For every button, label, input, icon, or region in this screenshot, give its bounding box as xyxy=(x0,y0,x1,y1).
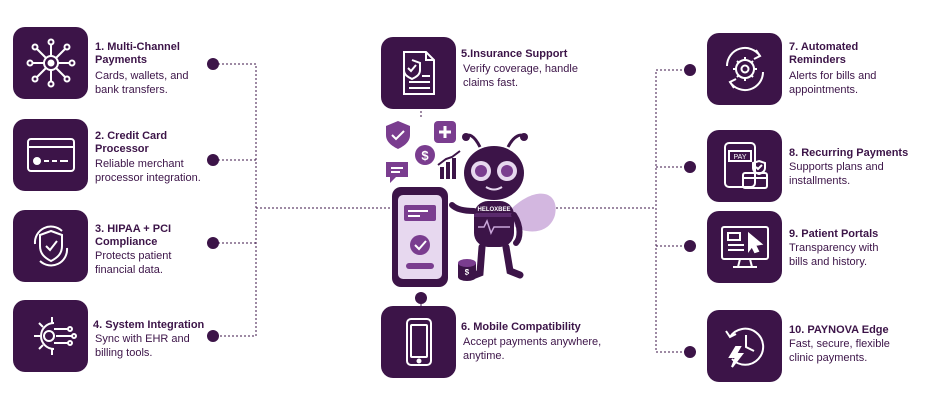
floating-dollar-icon: $ xyxy=(415,145,435,165)
tile-recurring: PAY xyxy=(707,130,782,202)
feature-1-desc: Cards, wallets, and bank transfers. xyxy=(95,70,189,96)
tile-multi-channel xyxy=(13,27,88,99)
pay-phone-card-icon: PAY xyxy=(723,142,768,189)
feature-6-title: 6. Mobile Compatibility xyxy=(461,321,581,333)
tile-credit-card xyxy=(13,119,88,191)
connector-dot xyxy=(207,154,219,166)
feature-3-desc: Protects patient financial data. xyxy=(95,250,172,276)
mascot-badge: HELOXBEE xyxy=(477,207,510,213)
credit-card-icon xyxy=(26,138,75,172)
connector-dot xyxy=(684,346,696,358)
feature-2-desc: Reliable merchant processor integration. xyxy=(95,158,201,184)
feature-8-title: 8. Recurring Payments xyxy=(789,147,909,159)
feature-4-desc: Sync with EHR and billing tools. xyxy=(95,333,190,359)
connector-dot xyxy=(684,64,696,76)
connector-dot xyxy=(415,292,427,304)
clock-lightning-icon xyxy=(724,327,764,368)
feature-4-title: 4. System Integration xyxy=(93,319,205,331)
connector-dot xyxy=(207,58,219,70)
floating-plus-icon xyxy=(434,121,456,143)
tile-insurance xyxy=(381,37,456,109)
connector-dot xyxy=(207,330,219,342)
floating-shield-icon xyxy=(386,121,410,149)
feature-5-desc: Verify coverage, handle claims fast. xyxy=(463,63,578,89)
shield-check-icon xyxy=(33,225,68,267)
feature-7-desc: Alerts for bills and appointments. xyxy=(789,70,877,96)
network-hub-icon xyxy=(26,38,75,88)
monitor-cursor-icon xyxy=(720,226,769,268)
tile-reminders xyxy=(707,33,782,105)
floating-chart-icon xyxy=(437,150,461,179)
tile-hipaa xyxy=(13,210,88,282)
feature-9-title: 9. Patient Portals xyxy=(789,228,879,240)
feature-9-desc: Transparency with bills and history. xyxy=(789,242,879,268)
feature-3-title: 3. HIPAA + PCI Compliance xyxy=(95,223,172,248)
bee-mascot: HELOXBEE xyxy=(449,133,556,281)
tile-mobile xyxy=(381,306,456,378)
phone-illustration xyxy=(392,187,448,287)
smartphone-icon xyxy=(405,318,432,366)
mascot-illustration: $ $ xyxy=(386,121,556,287)
svg-text:$: $ xyxy=(421,148,429,163)
gear-circuit-icon xyxy=(33,317,77,355)
tile-system-integration xyxy=(13,300,88,372)
feature-5-title: 5.Insurance Support xyxy=(461,48,568,60)
pay-label: PAY xyxy=(733,154,746,161)
insurance-document-icon xyxy=(402,51,435,95)
tile-paynova-edge xyxy=(707,310,782,382)
feature-7-title: 7. Automated Reminders xyxy=(789,41,859,66)
feature-10-title: 10. PAYNOVA Edge xyxy=(789,324,889,336)
connector-dot xyxy=(415,97,427,109)
feature-2-title: 2. Credit Card Processor xyxy=(95,130,168,155)
connector-dot xyxy=(684,240,696,252)
connector-dot xyxy=(207,237,219,249)
tile-portals xyxy=(707,211,782,283)
feature-10-desc: Fast, secure, flexible clinic payments. xyxy=(789,338,890,364)
gear-cycle-icon xyxy=(725,46,764,92)
feature-8-desc: Supports plans and installments. xyxy=(789,161,884,187)
feature-1-title: 1. Multi-Channel Payments xyxy=(95,41,180,66)
connector-dot xyxy=(684,161,696,173)
feature-6-desc: Accept payments anywhere, anytime. xyxy=(463,336,602,362)
svg-text:$: $ xyxy=(465,268,470,277)
floating-chat-icon xyxy=(386,162,408,183)
